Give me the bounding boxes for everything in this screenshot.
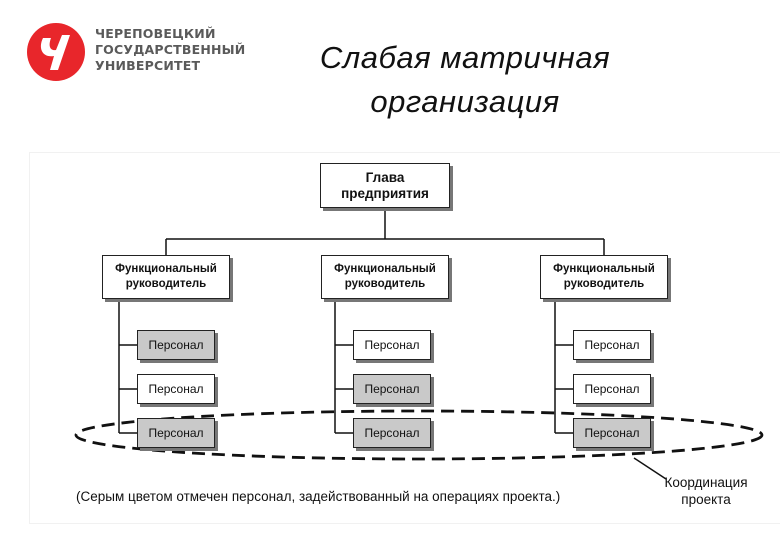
org-chart-diagram: Глава предприятия Функциональный руковод… bbox=[30, 153, 780, 523]
university-name: ЧЕРЕПОВЕЦКИЙ ГОСУДАРСТВЕННЫЙ УНИВЕРСИТЕТ bbox=[95, 26, 245, 74]
functional-manager-line: руководитель bbox=[125, 278, 207, 290]
connector-lines bbox=[74, 208, 764, 480]
functional-manager-box: Функциональный руководитель bbox=[540, 255, 668, 299]
staff-box: Персонал bbox=[573, 330, 651, 360]
functional-manager-box: Функциональный руководитель bbox=[102, 255, 230, 299]
functional-manager-line: Функциональный bbox=[553, 263, 655, 275]
head-box: Глава предприятия bbox=[320, 163, 450, 208]
staff-box: Персонал bbox=[353, 330, 431, 360]
functional-manager-box: Функциональный руководитель bbox=[321, 255, 449, 299]
head-box-line: Глава bbox=[365, 169, 405, 185]
university-name-line: ГОСУДАРСТВЕННЫЙ bbox=[95, 42, 246, 57]
staff-box: Персонал bbox=[573, 418, 651, 448]
staff-box: Персонал bbox=[573, 374, 651, 404]
coordination-pointer-line bbox=[633, 457, 667, 480]
staff-box: Персонал bbox=[353, 374, 431, 404]
staff-box: Персонал bbox=[137, 374, 215, 404]
slide-title-line: организация bbox=[370, 84, 560, 119]
staff-box: Персонал bbox=[137, 330, 215, 360]
functional-manager-line: руководитель bbox=[344, 278, 426, 290]
slide-title-line: Слабая матричная bbox=[319, 40, 611, 75]
staff-box: Персонал bbox=[137, 418, 215, 448]
university-name-line: УНИВЕРСИТЕТ bbox=[95, 58, 201, 73]
staff-box: Персонал bbox=[353, 418, 431, 448]
university-name-line: ЧЕРЕПОВЕЦКИЙ bbox=[95, 26, 216, 41]
coordination-label-line: Координация bbox=[664, 475, 748, 490]
coordination-label-line: проекта bbox=[681, 492, 731, 507]
university-logo bbox=[27, 23, 85, 81]
functional-manager-line: руководитель bbox=[563, 278, 645, 290]
functional-manager-line: Функциональный bbox=[334, 263, 436, 275]
legend-caption: (Серым цветом отмечен персонал, задейств… bbox=[76, 489, 561, 504]
functional-manager-line: Функциональный bbox=[115, 263, 217, 275]
coordination-label: Координация проекта bbox=[646, 474, 766, 508]
coordination-dashed-ellipse bbox=[74, 409, 764, 461]
slide-title: Слабая матричная организация bbox=[255, 36, 675, 124]
logo-letter-glyph bbox=[40, 35, 70, 70]
head-box-line: предприятия bbox=[341, 185, 429, 201]
